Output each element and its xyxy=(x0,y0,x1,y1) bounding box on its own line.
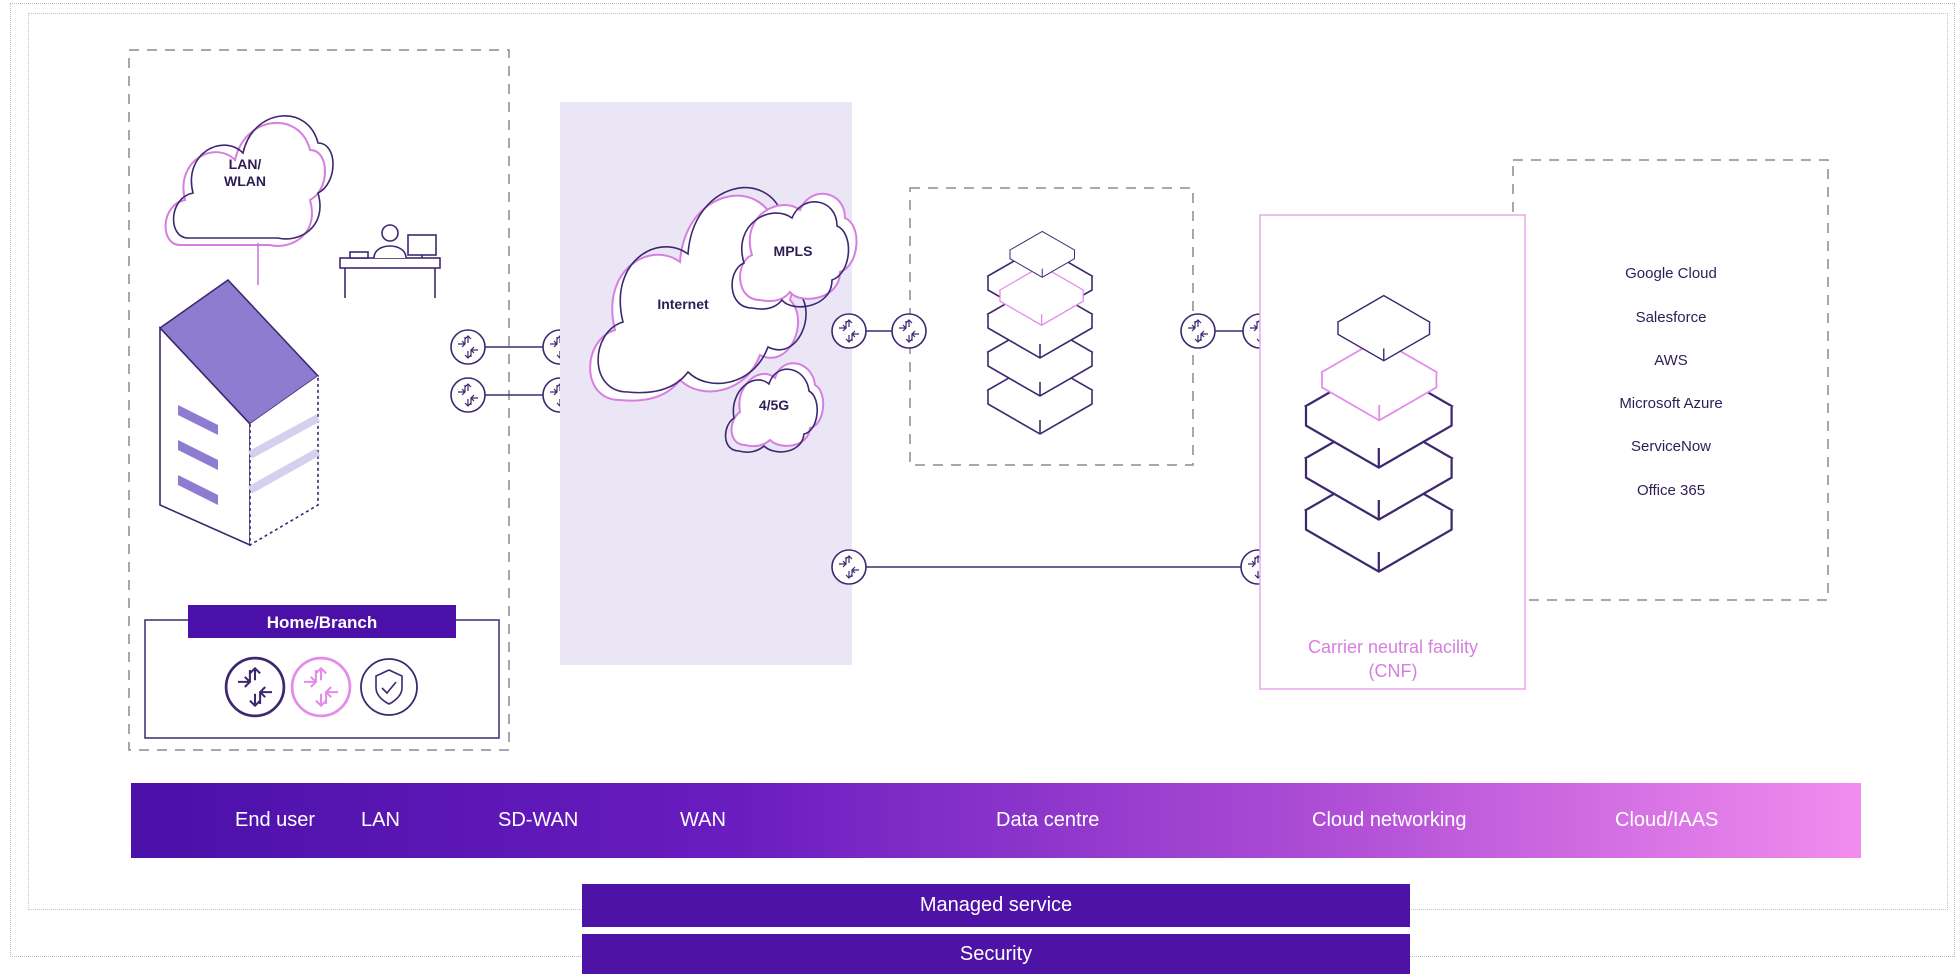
home-branch-title: Home/Branch xyxy=(267,613,378,632)
router-icon xyxy=(450,329,486,365)
layer-cloud-networking: Cloud networking xyxy=(1312,809,1467,831)
layer-wan: WAN xyxy=(680,809,726,831)
cnf-label-line2: (CNF) xyxy=(1369,661,1418,681)
home-branch-title-bar xyxy=(188,605,456,638)
layer-end-user: End user xyxy=(235,809,316,831)
4-5g-cloud-icon xyxy=(724,362,825,453)
layer-sdwan: SD-WAN xyxy=(498,809,579,831)
desk-user-icon xyxy=(339,224,441,298)
service-salesforce: Salesforce xyxy=(1636,309,1707,326)
layer-data-centre: Data centre xyxy=(996,809,1100,831)
service-google-cloud: Google Cloud xyxy=(1625,265,1717,282)
service-aws: AWS xyxy=(1654,352,1688,369)
lan-wlan-cloud-icon xyxy=(164,115,334,247)
router-icon xyxy=(450,377,486,413)
security-band: Security xyxy=(582,934,1410,974)
lan-wlan-label-line1: LAN/ xyxy=(229,156,262,172)
cnf-label-line1: Carrier neutral facility xyxy=(1308,637,1478,657)
building-icon xyxy=(158,278,320,547)
router-icon xyxy=(224,656,286,718)
lan-wlan-label-line2: WLAN xyxy=(224,173,266,189)
mpls-cloud-icon xyxy=(731,192,858,310)
service-office-365: Office 365 xyxy=(1637,482,1705,499)
cloud-services-container xyxy=(1512,159,1829,601)
router-icon xyxy=(891,313,927,349)
layer-lan: LAN xyxy=(361,809,400,831)
mpls-label: MPLS xyxy=(774,243,813,259)
service-microsoft-azure: Microsoft Azure xyxy=(1619,395,1722,412)
router-icon xyxy=(1180,313,1216,349)
layer-cloud-iaas: Cloud/IAAS xyxy=(1615,809,1719,831)
router-icon xyxy=(831,549,867,585)
shield-icon xyxy=(360,658,418,716)
home-branch-container xyxy=(128,49,510,751)
4-5g-label: 4/5G xyxy=(759,397,789,413)
router-pink-icon xyxy=(290,656,352,718)
service-servicenow: ServiceNow xyxy=(1631,438,1711,455)
router-icon xyxy=(831,313,867,349)
layer-bar: End user LAN SD-WAN WAN Data centre Clou… xyxy=(131,783,1861,858)
internet-label: Internet xyxy=(657,296,709,312)
managed-service-band: Managed service xyxy=(582,884,1410,927)
data-centre-stack-icon xyxy=(987,230,1093,435)
